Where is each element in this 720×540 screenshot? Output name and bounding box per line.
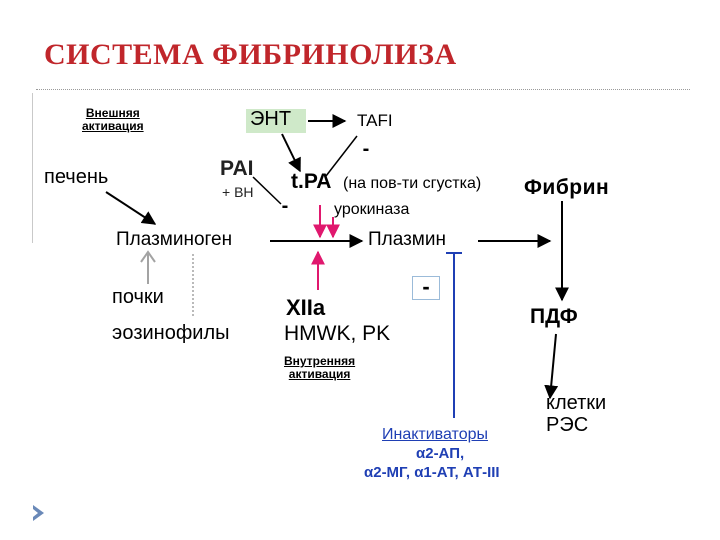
pai-minus-sign: -: [281, 195, 289, 217]
left-decor-line: [32, 93, 33, 243]
pdf-label: ПДФ: [530, 305, 578, 328]
eosinophils-label: эозинофилы: [112, 322, 230, 344]
res-cells-label: клетки РЭС: [546, 392, 607, 436]
external-activation-label: Внешняя активация: [82, 106, 144, 133]
inactivators-line-2: α2-МГ, α1-АТ, АТ-III: [364, 464, 500, 481]
liver-label: печень: [44, 166, 109, 188]
internal-activation-label: Внутренняя активация: [284, 354, 356, 381]
tafi-to-tpa-line: [325, 135, 358, 177]
inactivators-title: Инактиваторы: [382, 426, 488, 443]
plasmin-minus-sign: -: [412, 276, 440, 300]
pai-inhibition-line: [252, 176, 282, 205]
tafi-minus-sign: -: [362, 138, 370, 160]
liver-to-plasminogen-arrow: [105, 191, 157, 225]
tpa-note: (на пов-ти сгустка): [343, 175, 482, 192]
eht-to-tpa-arrow: [281, 133, 301, 173]
plasminogen-label: Плазминоген: [116, 229, 233, 250]
plasmin-label: Плазмин: [368, 229, 446, 250]
inactivators-line-1: α2-АП,: [416, 445, 465, 462]
kidneys-label: почки: [112, 286, 164, 308]
slide-bullet-icon: [33, 505, 44, 521]
pai-label: PAI: [220, 157, 254, 180]
tafi-label: TAFI: [357, 111, 393, 130]
title-divider: [36, 89, 690, 90]
eht-label: ЭНТ: [250, 108, 292, 130]
plus-bh-label: + ВН: [222, 184, 254, 200]
pdf-to-res-arrow: [544, 333, 559, 400]
fibrin-label: Фибрин: [524, 176, 610, 199]
tpa-label: t.PA: [291, 170, 332, 193]
urokinase-label: урокиназа: [334, 201, 410, 218]
xiia-label: XIIa: [286, 295, 326, 320]
eht-highlight: [246, 109, 306, 133]
hmwk-pk-label: HMWK, PK: [284, 322, 391, 345]
kidneys-arrowhead: [140, 250, 156, 263]
page-title: СИСТЕМА ФИБРИНОЛИЗА: [44, 38, 457, 71]
